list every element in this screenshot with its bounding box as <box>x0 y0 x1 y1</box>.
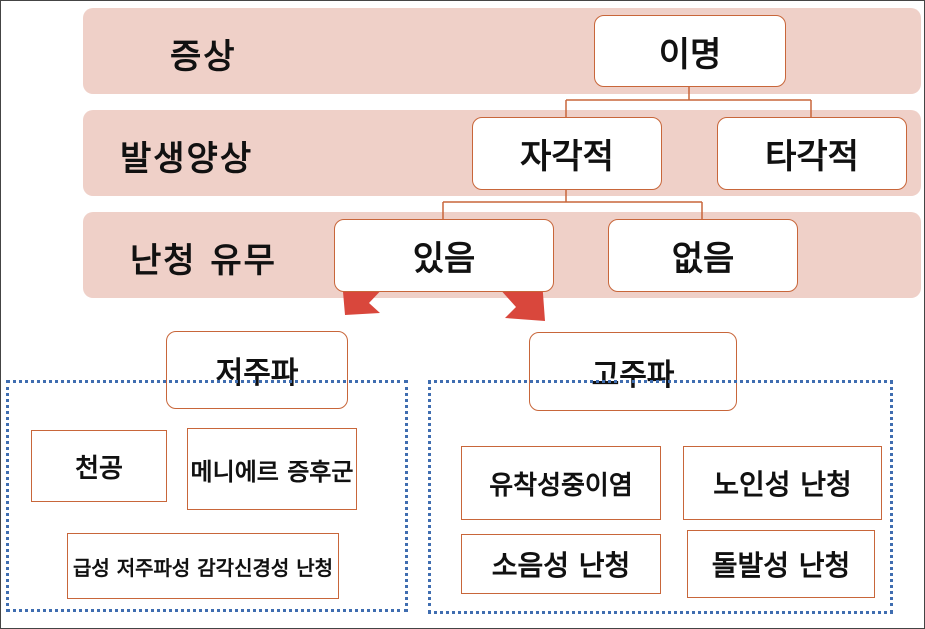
node-low-frequency: 저주파 <box>166 331 348 409</box>
item-presbycusis: 노인성 난청 <box>683 446 882 520</box>
row-label-hearing-loss: 난청 유무 <box>130 241 277 281</box>
item-sudden-hearing-loss: 돌발성 난청 <box>687 530 875 598</box>
item-adhesive-otitis-media: 유착성중이염 <box>461 446 661 520</box>
item-meniere-syndrome: 메니에르 증후군 <box>187 428 357 510</box>
node-hearing-loss-present: 있음 <box>334 219 554 292</box>
item-noise-induced-hearing-loss: 소음성 난청 <box>461 534 661 594</box>
node-high-frequency: 고주파 <box>529 332 737 411</box>
node-hearing-loss-absent: 없음 <box>608 219 798 292</box>
item-perforation: 천공 <box>31 430 167 502</box>
row-label-pattern: 발생양상 <box>120 139 254 179</box>
node-subjective: 자각적 <box>472 117 662 190</box>
high-frequency-group <box>428 380 893 614</box>
node-objective: 타각적 <box>717 117 907 190</box>
row-label-symptom: 증상 <box>170 37 237 77</box>
item-acute-low-freq-snhl: 급성 저주파성 감각신경성 난청 <box>67 533 339 599</box>
low-frequency-group <box>6 380 408 612</box>
node-tinnitus: 이명 <box>594 15 786 87</box>
